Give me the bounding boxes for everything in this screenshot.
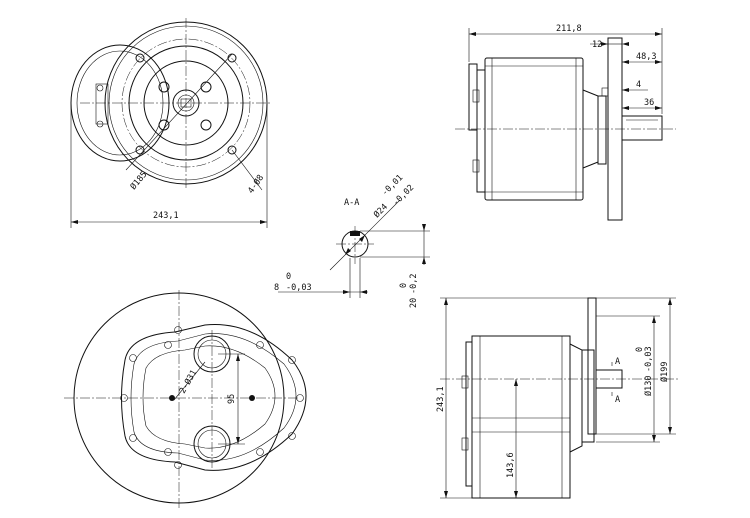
overall-length-label: 211,8	[556, 24, 582, 34]
section-mark-top: A	[615, 357, 620, 367]
arrow	[444, 298, 448, 305]
cover-screw	[129, 354, 137, 362]
bottom-view: A A 243,1 143,6 Ø199 Ø130 0 -0,03	[436, 297, 680, 499]
cover-screw	[288, 356, 296, 364]
key-depth-lower: -0,2	[409, 274, 419, 294]
arrow	[236, 437, 240, 444]
arrow	[345, 248, 351, 255]
overall-width-label: 243,1	[153, 211, 179, 221]
key-width-nominal: 8	[274, 283, 279, 293]
cover-screw	[174, 326, 182, 334]
mounting-hole	[135, 53, 145, 63]
section-label: A-A	[344, 198, 359, 208]
port-boss	[461, 437, 469, 451]
section-a-a: A-A Ø24 -0,01 -0,02 0 8 -0,03 0 20 -0,2	[274, 173, 430, 308]
arrow	[444, 491, 448, 498]
arrow	[422, 257, 426, 264]
cover-screw	[174, 461, 182, 469]
cover-screw	[164, 448, 172, 456]
arrow	[260, 220, 267, 224]
arrow	[622, 42, 629, 46]
mounting-hole	[227, 145, 237, 155]
key-depth-upper: 0	[399, 283, 409, 288]
side-view: 211,8 12 48,3 4 36	[455, 24, 676, 221]
pilot-tol-upper: 0	[635, 347, 645, 352]
shaft	[621, 115, 663, 141]
front-cover-taper	[569, 343, 583, 453]
port-boss	[461, 375, 469, 389]
pilot-diameter-label: Ø130	[643, 376, 654, 396]
flange-diameter-label: Ø199	[659, 362, 670, 382]
arrow	[360, 290, 367, 294]
rear-cover-rib	[95, 83, 109, 125]
arrow	[655, 106, 662, 110]
arrow	[514, 491, 518, 498]
arrow	[622, 88, 629, 92]
shaft-diameter-label: Ø24	[371, 201, 390, 220]
arrow	[622, 60, 629, 64]
arrow	[652, 316, 656, 323]
rear-plate	[465, 341, 473, 487]
cover-screw	[256, 448, 264, 456]
cover-screw	[164, 341, 172, 349]
overall-height-label: 243,1	[436, 386, 446, 412]
arrow	[359, 235, 365, 242]
pump-body	[471, 335, 571, 499]
hub-bolt	[200, 81, 212, 93]
key-width-upper: 0	[286, 272, 291, 282]
hub-bolt	[158, 81, 170, 93]
pilot-tol-lower: -0,03	[644, 346, 654, 372]
cover-screw	[256, 341, 264, 349]
rear-view: 95 2-Ø31	[64, 290, 307, 510]
hub-bolt	[158, 119, 170, 131]
arrow	[668, 427, 672, 434]
rear-cover	[476, 69, 486, 193]
cover-screw	[96, 120, 104, 128]
key-width-lower: -0,03	[286, 283, 312, 293]
ports-label: 2-Ø31	[177, 368, 199, 396]
shaft-length-label: 36	[644, 98, 654, 108]
arrow	[71, 220, 78, 224]
shaft-projection-label: 48,3	[636, 52, 656, 62]
arrow	[668, 298, 672, 305]
flange-thickness-label: 12	[592, 40, 602, 50]
front-cover	[597, 95, 607, 165]
arrow	[514, 379, 518, 386]
port-boss	[472, 159, 480, 173]
cover-screw	[129, 434, 137, 442]
arrow	[343, 290, 350, 294]
dim-leader	[173, 361, 206, 401]
collar-label: 4	[636, 80, 641, 90]
key-depth-nominal: 20	[409, 298, 419, 308]
mounting-hole	[227, 53, 237, 63]
half-height-label: 143,6	[506, 452, 516, 478]
bolt-circle-label: Ø185	[128, 169, 150, 192]
cover-screw	[288, 432, 296, 440]
port-boss	[472, 89, 480, 103]
arrow	[655, 32, 662, 36]
dim-leader	[125, 53, 233, 171]
hub-bolt	[200, 119, 212, 131]
holes-label: 4-Ø8	[245, 173, 266, 196]
arrow	[652, 435, 656, 442]
cover-screw	[96, 84, 104, 92]
front-view: 243,1 Ø185 4-Ø8	[70, 18, 272, 228]
body-inner-outline	[130, 333, 297, 461]
cover-gasket	[142, 345, 276, 449]
arrow	[655, 60, 662, 64]
arrow	[469, 32, 476, 36]
port-spacing-label: 95	[227, 394, 237, 404]
dim-leader	[231, 149, 263, 191]
arrow	[422, 224, 426, 231]
arrow	[236, 354, 240, 361]
mounting-flange	[587, 297, 597, 435]
arrow	[622, 106, 629, 110]
body-outline	[121, 323, 307, 471]
section-mark-bottom: A	[615, 395, 620, 405]
collar	[601, 87, 609, 97]
